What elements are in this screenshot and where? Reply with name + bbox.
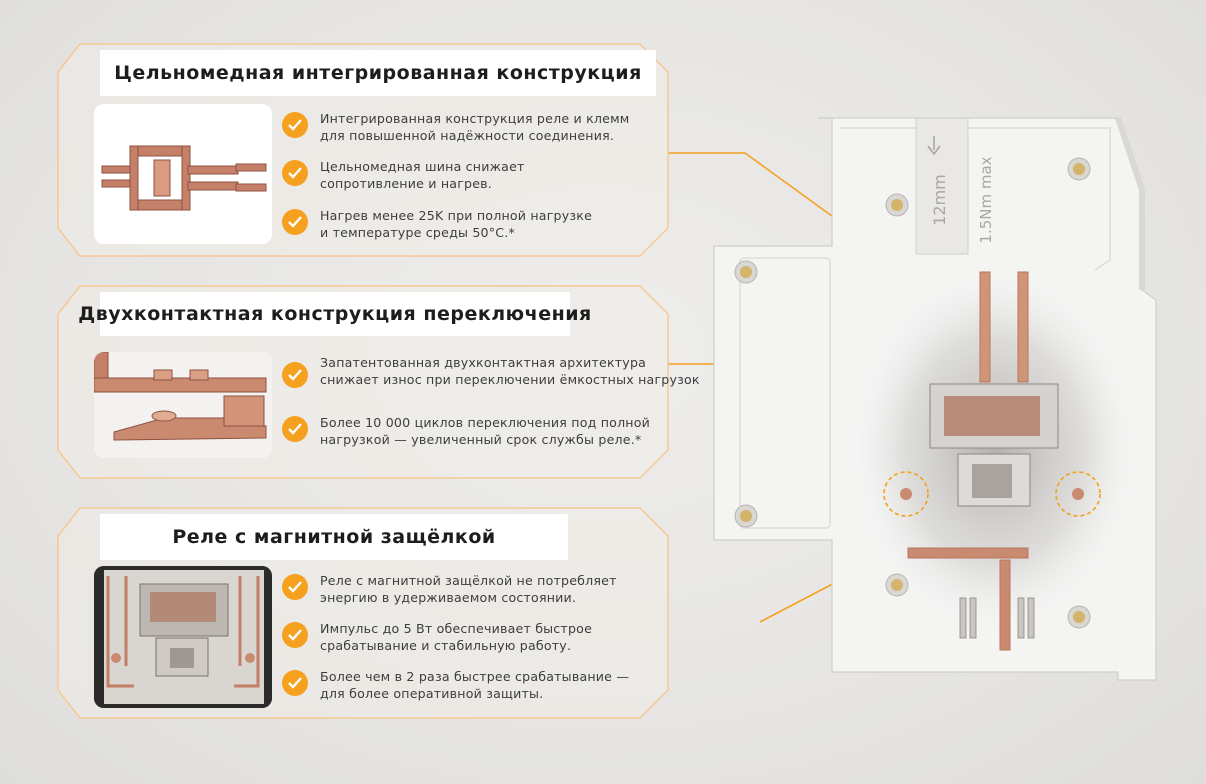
latching-relay-image [94,566,272,708]
strip-length-label: 12mm [930,174,949,226]
list-item: Запатентованная двухконтактная архитекту… [282,354,700,388]
bullet-line: сопротивление и нагрев. [320,176,492,191]
checkmark-icon [282,670,308,696]
relay-coil [944,396,1040,436]
list-item: Импульс до 5 Вт обеспечивает быстрое сраб… [282,620,592,654]
bullet-line: для повышенной надёжности соединения. [320,128,615,143]
relay-device-illustration: 12mm 1.5Nm max [713,117,1157,681]
list-item: Нагрев менее 25K при полной нагрузке и те… [282,207,592,241]
contact-highlight-right [1055,471,1101,517]
list-item: Реле с магнитной защёлкой не потребляет э… [282,572,617,606]
section-title: Двухконтактная конструкция переключения [78,292,591,336]
bullet-line: энергию в удерживаемом состоянии. [320,590,577,605]
terminal-clamp [959,597,1035,639]
bullet-line: и температуре среды 50°C.* [320,225,515,240]
checkmark-icon [282,574,308,600]
arrow-down-icon [927,136,941,156]
checkmark-icon [282,416,308,442]
section-dual-contact: Двухконтактная конструкция переключения … [0,284,700,480]
bullet-line: Более 10 000 циклов переключения под пол… [320,415,651,430]
bullet-line: Более чем в 2 раза быстрее срабатывание … [320,669,630,684]
label-strip [915,117,969,255]
section-copper-construction: Цельномедная интегрированная конструкция… [0,42,680,258]
bullet-line: Реле с магнитной защёлкой не потребляет [320,573,617,588]
copper-busbar-image [94,104,272,244]
list-item: Цельномедная шина снижает сопротивление и… [282,158,525,192]
bullet-line: нагрузкой — увеличенный срок службы реле… [320,432,642,447]
bullet-line: Запатентованная двухконтактная архитекту… [320,355,647,370]
copper-busbars [907,271,1029,651]
list-item: Более чем в 2 раза быстрее срабатывание … [282,668,629,702]
list-item: Интегрированная конструкция реле и клемм… [282,110,629,144]
bullet-line: Цельномедная шина снижает [320,159,525,174]
relay-contact-block [972,464,1012,498]
checkmark-icon [282,362,308,388]
torque-label: 1.5Nm max [977,156,995,243]
bullet-line: для более оперативной защиты. [320,686,544,701]
section-title: Цельномедная интегрированная конструкция [100,50,656,96]
checkmark-icon [282,622,308,648]
contact-point [1072,488,1084,500]
list-item: Более 10 000 циклов переключения под пол… [282,414,650,448]
contact-point [900,488,912,500]
checkmark-icon [282,209,308,235]
bullet-line: Нагрев менее 25K при полной нагрузке [320,208,593,223]
contact-highlight-left [883,471,929,517]
section-title: Реле с магнитной защёлкой [100,514,568,560]
section-latching-relay: Реле с магнитной защёлкой Реле с магнитн… [0,506,680,720]
bullet-line: снижает износ при переключении ёмкостных… [320,372,700,387]
internal-shadow [845,260,1145,640]
bullet-line: Интегрированная конструкция реле и клемм [320,111,630,126]
checkmark-icon [282,112,308,138]
bullet-line: срабатывание и стабильную работу. [320,638,572,653]
checkmark-icon [282,160,308,186]
bullet-line: Импульс до 5 Вт обеспечивает быстрое [320,621,593,636]
dual-contact-image [94,352,272,458]
